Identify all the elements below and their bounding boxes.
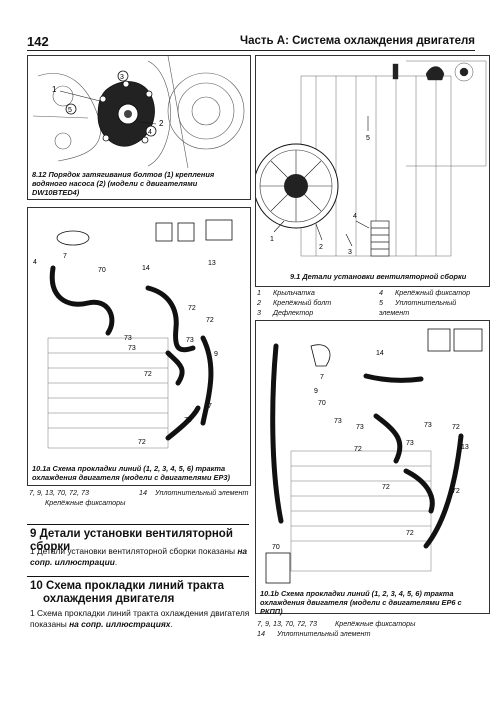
fan-assembly-illustration: 1 2 3 4 5 (256, 60, 487, 257)
ep3-callout-7b: 7 (208, 403, 212, 410)
ep6-callout-13: 13 (461, 444, 469, 451)
section-10-paragraph: 1 Схема прокладки линий тракта охлаждени… (30, 608, 250, 629)
ep6-callout-70: 70 (318, 400, 326, 407)
ep6-callout-73: 73 (334, 418, 342, 425)
fan-callout-1: 1 (270, 236, 274, 243)
figure-10-1a-caption: 10.1a Схема прокладки линий (1, 2, 3, 4,… (32, 464, 230, 482)
ep6-callout-70b: 70 (272, 544, 280, 551)
page-header: 142 Часть А: Система охлаждения двигател… (27, 34, 475, 51)
section-9-heading: 9 Детали установки вентиляторной сборки (30, 528, 233, 553)
ep3-callout-72d: 72 (138, 439, 146, 446)
ep3-callout-14: 14 (142, 265, 150, 272)
ep3-callout-72c: 72 (144, 371, 152, 378)
callout-1: 1 (52, 85, 57, 94)
figure-9-1-caption: 9.1 Детали установки вентиляторной сборк… (290, 272, 467, 281)
fan-callout-3: 3 (348, 249, 352, 256)
callout-4: 4 (148, 129, 152, 136)
hose-layout-ep3-illustration: 4 14 13 7 70 72 72 73 73 72 9 73 7 70 72 (33, 219, 233, 449)
ep6-callout-73d: 73 (406, 440, 414, 447)
page-number: 142 (27, 34, 49, 49)
ep6-callout-72: 72 (354, 446, 362, 453)
ep6-callout-9: 9 (314, 388, 318, 395)
figure-9-1: 1 2 3 4 5 9.1 Детали установки вентилято… (255, 55, 490, 287)
callout-3: 3 (120, 74, 124, 81)
section-10-rule (27, 576, 249, 577)
ep3-callout-73: 73 (124, 335, 132, 342)
ep6-callout-14: 14 (376, 350, 384, 357)
callout-2: 2 (159, 119, 164, 128)
fan-callout-2: 2 (319, 244, 323, 251)
ep3-callout-72b: 72 (206, 317, 214, 324)
water-pump-illustration: 1 2 3 4 5 (32, 56, 245, 169)
page-title: Часть А: Система охлаждения двигателя (240, 35, 475, 47)
figure-10-1b: 14 7 9 70 73 73 72 73 72 73 13 72 72 72 … (255, 320, 490, 616)
section-9-rule (27, 524, 249, 525)
ep6-callout-72d: 72 (452, 488, 460, 495)
section-9-paragraph: 1 Детали установки вентиляторной сборки … (30, 546, 248, 567)
fan-callout-5: 5 (366, 135, 370, 142)
ep6-callout-72e: 72 (406, 530, 414, 537)
ep6-callout-73b: 73 (356, 424, 364, 431)
callout-5: 5 (68, 107, 72, 114)
ep6-callout-73c: 73 (424, 422, 432, 429)
fan-callout-4: 4 (353, 213, 357, 220)
hose-layout-ep6-illustration: 14 7 9 70 73 73 72 73 72 73 13 72 72 72 … (265, 328, 483, 584)
ep3-callout-4: 4 (33, 259, 37, 266)
ep6-callout-72b: 72 (452, 424, 460, 431)
ep3-callout-7: 7 (63, 253, 67, 260)
figure-8-12: 1 2 3 4 5 8.12 Порядок затягивания болто… (27, 55, 251, 200)
ep6-callout-72c: 72 (382, 484, 390, 491)
section-10-heading: 10 Схема прокладки линий тракта охлажден… (30, 580, 224, 605)
ep3-callout-73b: 73 (128, 345, 136, 352)
figure-10-1a: 4 14 13 7 70 72 72 73 73 72 9 73 7 70 72… (27, 207, 251, 486)
figure-8-12-caption: 8.12 Порядок затягивания болтов (1) креп… (32, 170, 215, 197)
ep3-callout-13: 13 (208, 260, 216, 267)
ep3-callout-70b: 70 (184, 417, 192, 424)
ep6-callout-7: 7 (320, 374, 324, 381)
ep3-callout-72: 72 (188, 305, 196, 312)
ep3-callout-70: 70 (98, 267, 106, 274)
ep3-callout-9: 9 (214, 351, 218, 358)
ep3-callout-73c: 73 (186, 337, 194, 344)
figure-10-1b-caption: 10.1b Схема прокладки линий (1, 2, 3, 4,… (260, 589, 462, 616)
